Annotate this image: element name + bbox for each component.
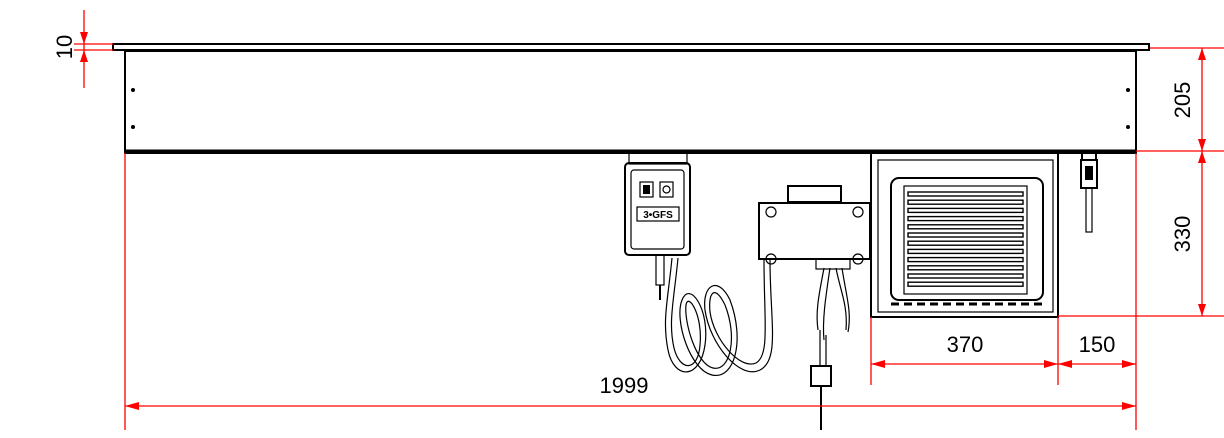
extension-lines — [124, 153, 1137, 430]
grille-slat — [907, 191, 1024, 197]
dimension-unit-height-label: 330 — [1170, 216, 1195, 253]
grille-slat — [907, 215, 1024, 222]
dimension-side-offset-label: 150 — [1079, 332, 1116, 357]
grille-slat — [907, 273, 1024, 279]
dimension-top-thickness: 10 — [52, 10, 113, 88]
control-box-brand-label: 3•GFS — [643, 210, 673, 221]
dimension-unit-width: 370 — [871, 332, 1058, 368]
grille-slat — [907, 281, 1024, 287]
power-cable — [816, 267, 850, 366]
drain-valve — [1080, 151, 1098, 233]
junction-box — [758, 185, 871, 270]
grille-slat — [907, 240, 1024, 246]
dimension-unit-height: 330 — [1058, 151, 1224, 317]
refrigeration-unit — [870, 151, 1059, 318]
dimension-tank-height: 205 — [1136, 47, 1224, 152]
tank-body — [124, 50, 1137, 154]
ventilation-grille — [907, 191, 1024, 287]
grille-slat — [907, 256, 1024, 263]
dimension-unit-width-label: 370 — [947, 332, 984, 357]
grille-slat — [907, 207, 1024, 214]
dimension-overall-length: 1999 — [125, 373, 1136, 410]
grille-slat — [907, 265, 1024, 271]
coiled-cable — [664, 257, 774, 376]
grille-slat — [907, 232, 1024, 238]
dimension-overall-length-label: 1999 — [600, 373, 649, 398]
dimension-side-offset: 150 — [1058, 332, 1136, 368]
dimension-tank-height-label: 205 — [1170, 82, 1195, 119]
top-plate — [112, 43, 1150, 51]
grille-slat — [907, 199, 1024, 205]
grille-slat — [907, 248, 1024, 255]
control-box: 3•GFS — [624, 151, 691, 300]
grille-slat — [907, 224, 1024, 230]
dimension-top-thickness-label: 10 — [52, 35, 77, 59]
power-plug — [810, 365, 832, 430]
